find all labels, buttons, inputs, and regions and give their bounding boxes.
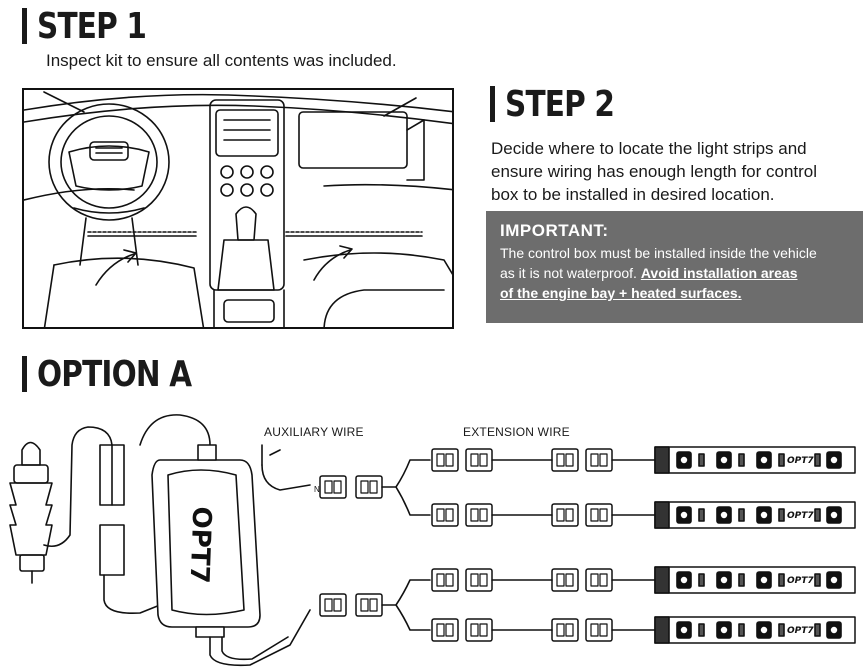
car-interior-illustration: [22, 88, 454, 329]
important-emphasis-line1: Avoid installation areas: [640, 265, 798, 281]
step2-description-line3: box to be installed in desired location.: [491, 185, 775, 204]
important-text-line2: as it is not waterproof.: [500, 265, 637, 281]
optionA-heading: OPTION A: [22, 353, 225, 395]
connector-icon: [431, 448, 613, 642]
auxiliary-wire-label: AUXILIARY WIRE: [264, 425, 364, 439]
step1-title: STEP 1: [37, 5, 147, 47]
optionA-title: OPTION A: [37, 353, 192, 395]
cigarette-lighter-plug-icon: [9, 426, 113, 584]
extension-wire-label: EXTENSION WIRE: [463, 425, 570, 439]
wiring-diagram: OPT7 N: [9, 414, 856, 667]
strip-logo: OPT7: [787, 511, 814, 521]
important-emphasis-line2: of the engine bay + heated surfaces.: [500, 285, 742, 301]
car-interior-icon: [24, 91, 452, 327]
control-box-icon: OPT7: [151, 444, 261, 638]
important-title: IMPORTANT:: [500, 221, 609, 240]
strip-logo: OPT7: [787, 576, 814, 586]
step2-description: Decide where to locate the light strips …: [491, 137, 817, 206]
step2-heading: STEP 2: [490, 83, 638, 125]
heading-bar: [490, 86, 495, 122]
important-text: The control box must be installed inside…: [500, 243, 849, 303]
step2-description-line2: ensure wiring has enough length for cont…: [491, 162, 818, 181]
box-logo: OPT7: [184, 506, 217, 584]
led-strip-icon: [654, 446, 856, 644]
heading-bar: [22, 356, 27, 392]
step1-heading: STEP 1: [22, 5, 170, 47]
strip-logo: OPT7: [787, 456, 814, 466]
heading-bar: [22, 8, 27, 44]
important-notice: IMPORTANT: The control box must be insta…: [486, 211, 863, 323]
step2-title: STEP 2: [505, 83, 615, 125]
step1-description: Inspect kit to ensure all contents was i…: [46, 51, 397, 70]
strip-logo: OPT7: [787, 626, 814, 636]
connector-letter: N: [314, 485, 320, 494]
step2-description-line1: Decide where to locate the light strips …: [491, 139, 807, 158]
important-text-line1: The control box must be installed inside…: [500, 245, 817, 261]
